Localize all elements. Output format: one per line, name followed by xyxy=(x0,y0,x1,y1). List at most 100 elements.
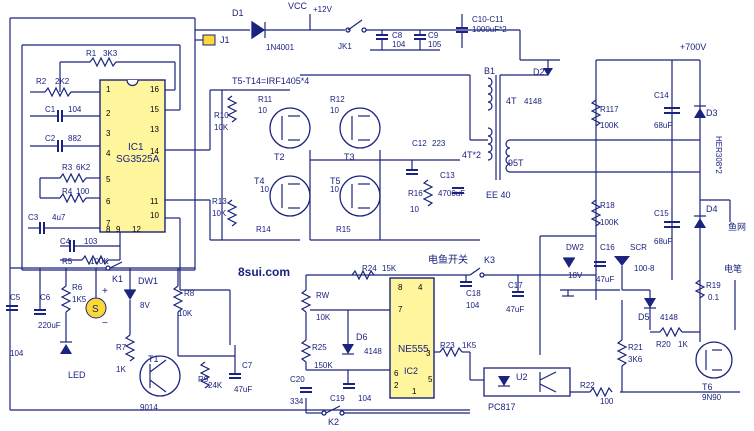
scr-value: 100-8 xyxy=(634,264,655,273)
r25-label: R25 xyxy=(312,343,327,352)
svg-text:6: 6 xyxy=(394,369,399,378)
plus-sign: + xyxy=(102,286,108,297)
r14-value: 10 xyxy=(260,185,269,194)
r5-label: R5 xyxy=(62,257,73,266)
r22-label: R22 xyxy=(580,381,595,390)
svg-text:1: 1 xyxy=(412,387,417,396)
c17-value: 47uF xyxy=(506,305,524,314)
resistor-r2 xyxy=(44,86,72,98)
zener-dw2 xyxy=(563,258,575,268)
pen-label: 电笔 xyxy=(724,263,742,274)
resistor-r23 xyxy=(439,346,463,358)
v12-label: +12V xyxy=(313,5,333,14)
diode-d3 xyxy=(694,108,706,118)
r23-label: R23 xyxy=(440,341,455,350)
rw-value: 10K xyxy=(316,313,331,322)
r1-value: 3K3 xyxy=(103,49,118,58)
led-label: LED xyxy=(68,370,86,380)
r8-value: 10K xyxy=(178,309,193,318)
r13-label: R13 xyxy=(212,197,227,206)
ic2-label: IC2 xyxy=(404,366,418,376)
d5-label: D5 xyxy=(638,312,650,322)
r21-value: 3K6 xyxy=(628,355,643,364)
r6-value: 1K5 xyxy=(72,295,87,304)
r6-label: R6 xyxy=(72,283,83,292)
svg-text:7: 7 xyxy=(398,305,403,314)
resistor-r19 xyxy=(694,279,706,299)
transformer-b1 xyxy=(487,75,511,180)
t6-value: 9N90 xyxy=(702,393,722,402)
svg-text:13: 13 xyxy=(150,125,159,134)
svg-text:10: 10 xyxy=(150,211,159,220)
svg-text:3: 3 xyxy=(426,349,431,358)
resistor-r10 xyxy=(226,95,238,123)
dw2-label: DW2 xyxy=(566,243,584,252)
r22-value: 100 xyxy=(600,397,614,406)
mosfet-t2 xyxy=(269,107,311,149)
svg-text:4: 4 xyxy=(106,149,111,158)
diode-d6 xyxy=(342,344,354,354)
c19-label: C19 xyxy=(330,394,345,403)
c3-label: C3 xyxy=(28,213,39,222)
potentiometer-rw xyxy=(300,289,312,313)
c5-value: 104 xyxy=(10,349,24,358)
resistor-r16 xyxy=(422,179,434,207)
c8-value: 104 xyxy=(392,40,406,49)
scr-label: SCR xyxy=(630,243,647,252)
diode-d5 xyxy=(644,298,656,308)
mosfet-t5 xyxy=(339,175,381,217)
r2-value: 2K2 xyxy=(55,77,70,86)
r1-label: R1 xyxy=(86,49,97,58)
scr xyxy=(614,256,630,266)
d5-value: 4148 xyxy=(660,313,678,322)
rw-label: RW xyxy=(316,291,330,300)
ic2-pin-numbers: 8 7 6 2 4 3 1 5 xyxy=(394,283,433,396)
minus-sign: − xyxy=(102,318,108,329)
mosfet-t3 xyxy=(339,107,381,149)
svg-text:4: 4 xyxy=(418,283,423,292)
r19-label: R19 xyxy=(706,281,721,290)
c2-value: 882 xyxy=(68,134,82,143)
k1-label: K1 xyxy=(112,274,123,284)
mosfet-header: T5-T14=IRF1405*4 xyxy=(232,76,309,86)
r14b: R15 xyxy=(336,225,351,234)
resistor-r20 xyxy=(659,326,683,338)
r25-value: 150K xyxy=(314,361,333,370)
c7-label: C7 xyxy=(242,361,253,370)
c10-label: C10-C11 xyxy=(472,15,504,24)
switch-jk1 xyxy=(347,19,363,31)
r16-value: 10 xyxy=(410,205,419,214)
t1-label: T1 xyxy=(148,354,159,364)
c14-label: C14 xyxy=(654,91,669,100)
diode-d4 xyxy=(694,218,706,228)
c18-label: C18 xyxy=(466,289,481,298)
c20-label: C20 xyxy=(290,375,305,384)
r4-value: 100 xyxy=(76,187,90,196)
svg-text:8: 8 xyxy=(398,283,403,292)
svg-text:7: 7 xyxy=(106,219,111,228)
d3-label: D3 xyxy=(706,108,718,118)
svg-text:2: 2 xyxy=(106,109,111,118)
diode-d1 xyxy=(251,20,266,40)
c12-value: 223 xyxy=(432,139,446,148)
d4-label: D4 xyxy=(706,204,718,214)
ic1-sg3525a xyxy=(99,79,166,233)
c5-label: C5 xyxy=(10,293,21,302)
vcc-label: VCC xyxy=(288,1,308,11)
r24-label: R24 xyxy=(362,264,377,273)
r11-value: 10 xyxy=(258,106,267,115)
switch-k3 xyxy=(469,267,481,276)
r19-value: 0.1 xyxy=(708,293,720,302)
s-label: S xyxy=(92,304,99,315)
c18-value: 104 xyxy=(466,301,480,310)
b1-label: B1 xyxy=(484,66,495,76)
r18-label: R18 xyxy=(600,201,615,210)
d1-label: D1 xyxy=(232,8,244,18)
winding-4t2: 4T*2 xyxy=(462,150,481,160)
t2-label: T2 xyxy=(274,152,285,162)
r20-label: R20 xyxy=(656,340,671,349)
winding-4t: 4T xyxy=(506,96,517,106)
c13-label: C13 xyxy=(440,171,455,180)
led xyxy=(60,344,72,354)
